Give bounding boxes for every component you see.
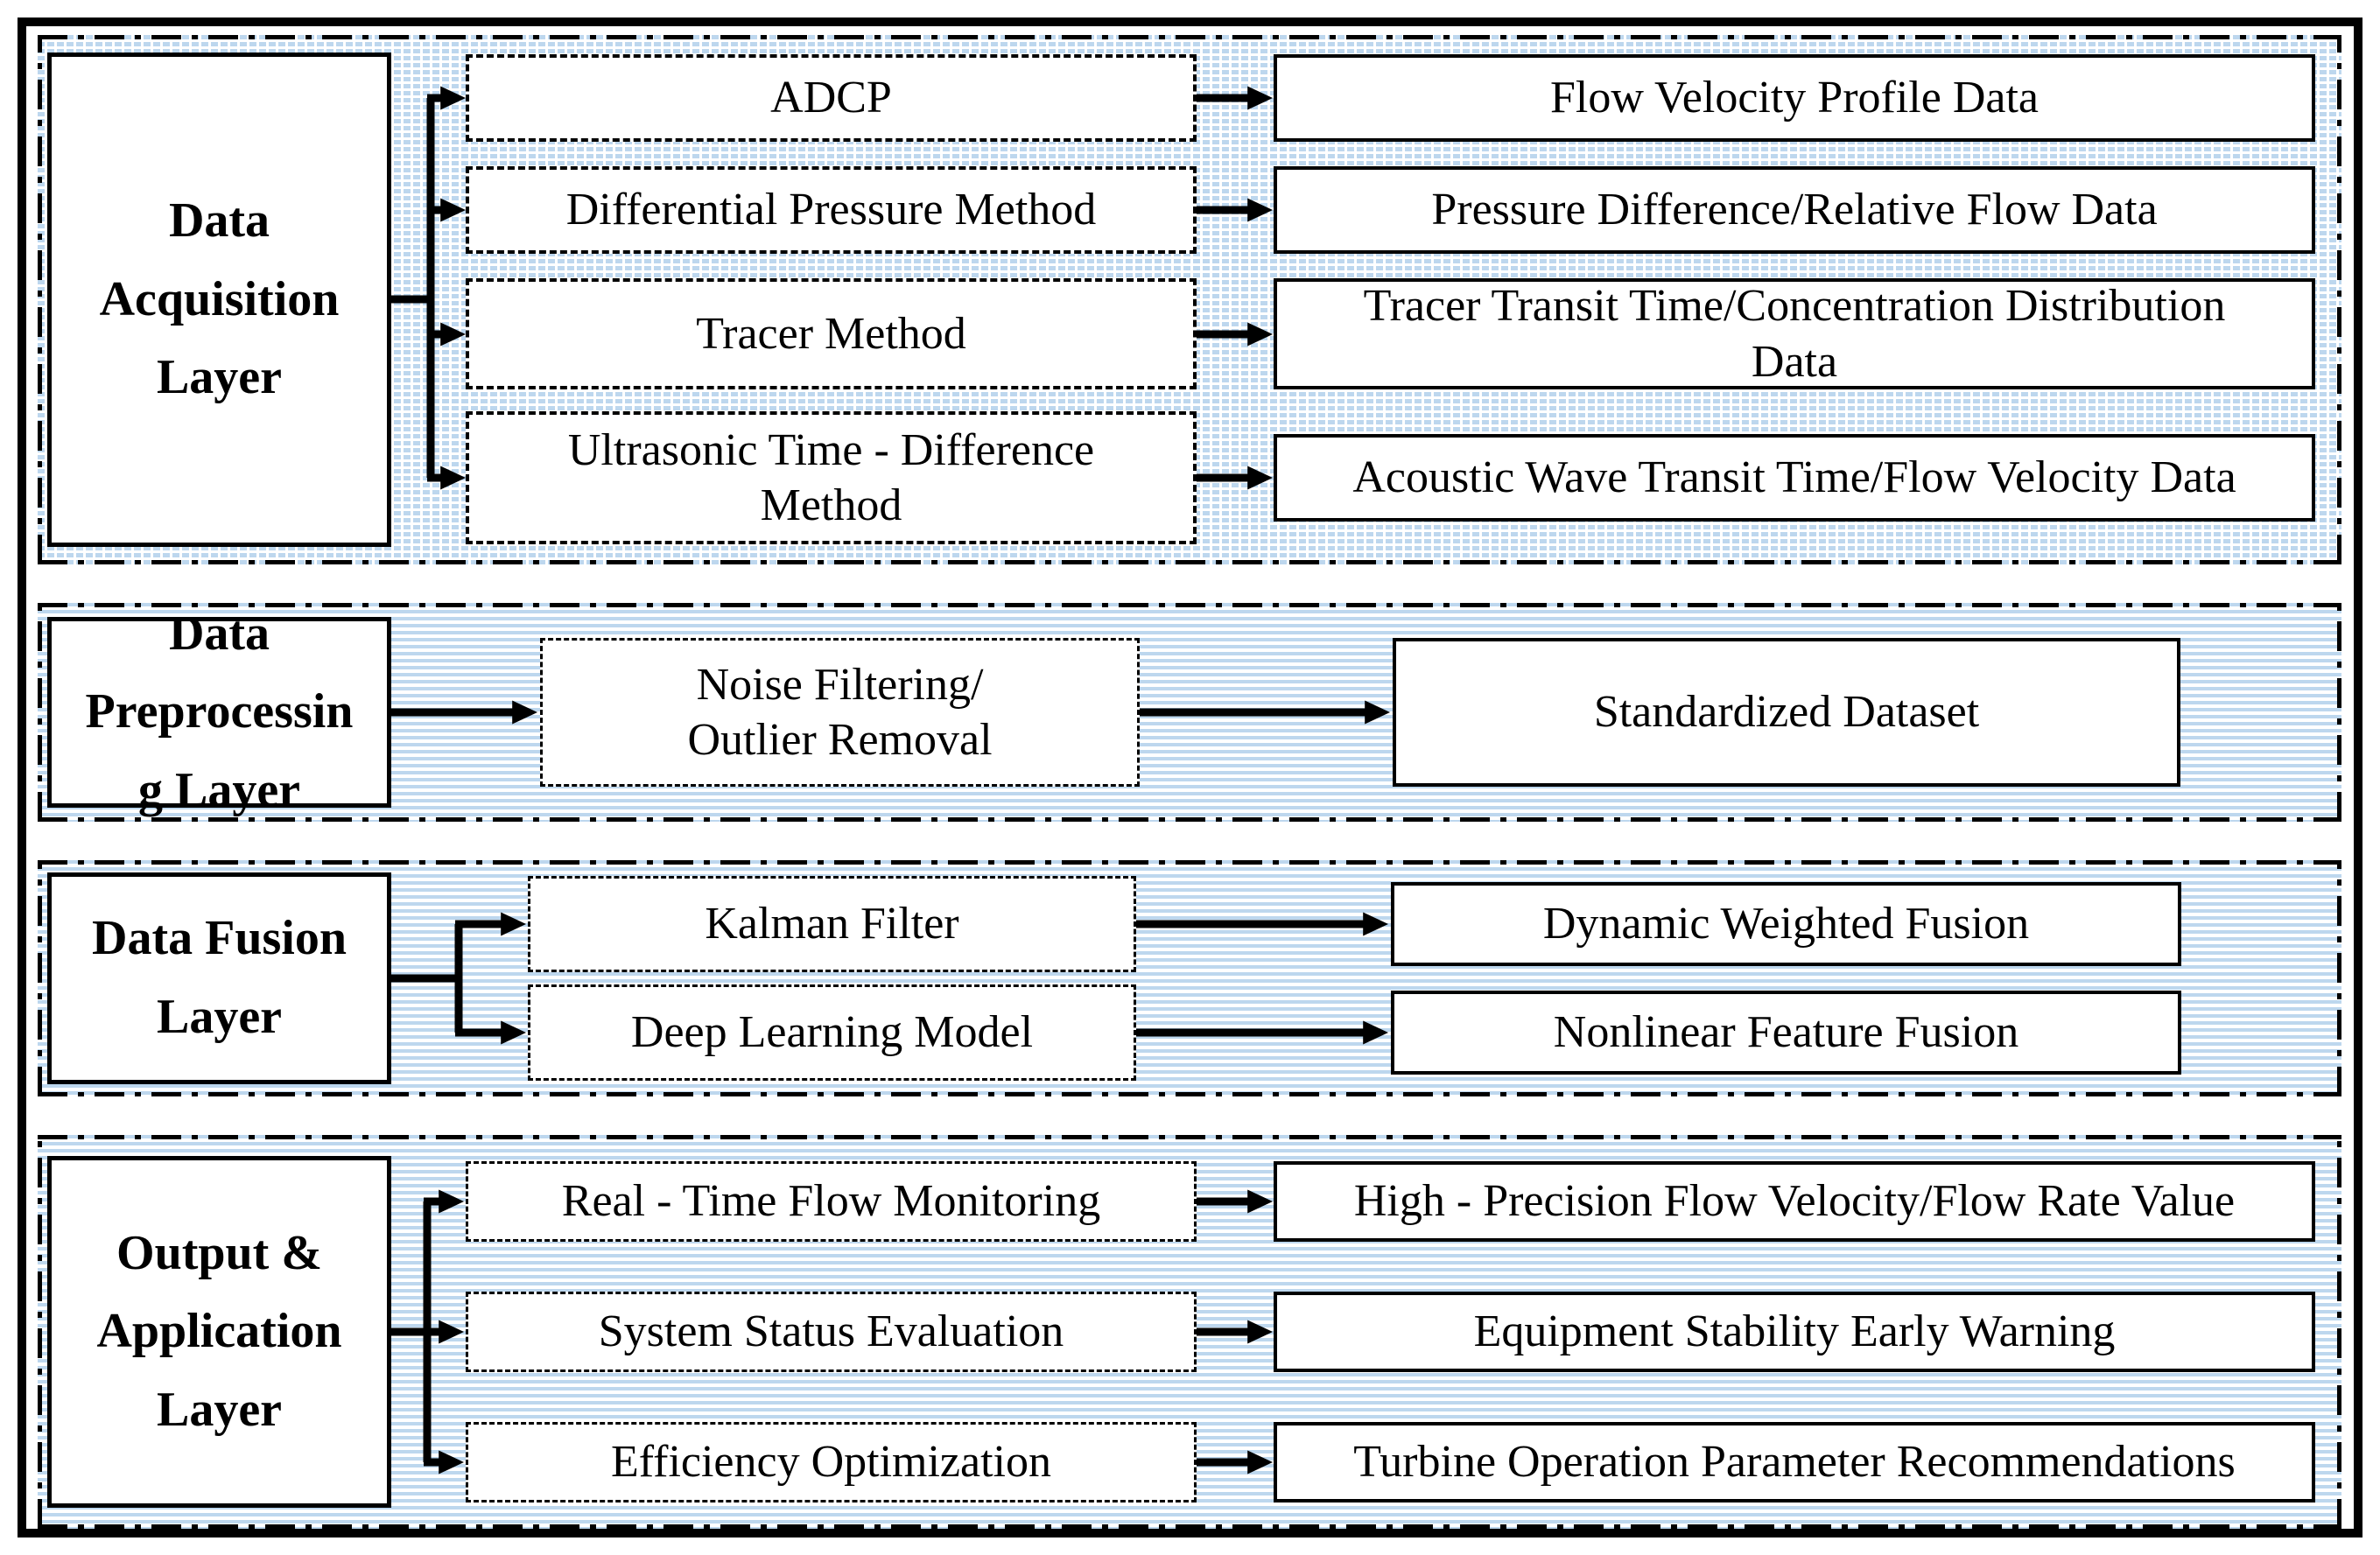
output-nonlinear-feature-fusion: Nonlinear Feature Fusion: [1391, 991, 2181, 1075]
label-data-preprocessing-layer: Data Preprocessin g Layer: [47, 606, 391, 817]
method-text: Deep Learning Model: [630, 1007, 1034, 1058]
method-differential-pressure: Differential Pressure Method: [466, 166, 1197, 254]
layer-output-application: Output & Application Layer Real - Time F…: [38, 1135, 2341, 1529]
layer-data-fusion: Data Fusion Layer Kalman Filter Deep Lea…: [38, 860, 2341, 1096]
method-tracer: Tracer Method: [466, 278, 1197, 389]
method-real-time-flow-monitoring: Real - Time Flow Monitoring: [466, 1161, 1197, 1242]
method-kalman-filter: Kalman Filter: [528, 876, 1136, 972]
output-text: High - Precision Flow Velocity/Flow Rate…: [1353, 1176, 2236, 1227]
label-text: Data Acquisition Layer: [99, 193, 340, 405]
output-text: Dynamic Weighted Fusion: [1542, 899, 2030, 949]
output-acoustic-wave-data: Acoustic Wave Transit Time/Flow Velocity…: [1274, 434, 2315, 522]
method-noise-filtering: Noise Filtering/ Outlier Removal: [540, 638, 1140, 787]
output-standardized-dataset: Standardized Dataset: [1393, 638, 2180, 787]
method-ultrasonic-time-difference: Ultrasonic Time - Difference Method: [466, 411, 1197, 544]
label-text: Data Fusion Layer: [92, 911, 347, 1044]
output-turbine-parameter-recommendations: Turbine Operation Parameter Recommendati…: [1274, 1422, 2315, 1502]
output-text: Flow Velocity Profile Data: [1550, 73, 2039, 123]
output-tracer-transit-data: Tracer Transit Time/Concentration Distri…: [1274, 278, 2315, 389]
label-data-acquisition-layer: Data Acquisition Layer: [47, 53, 391, 547]
method-text: Kalman Filter: [705, 899, 959, 949]
method-text: Efficiency Optimization: [611, 1437, 1051, 1488]
output-equipment-stability-warning: Equipment Stability Early Warning: [1274, 1292, 2315, 1372]
method-text: System Status Evaluation: [598, 1306, 1064, 1357]
output-high-precision-flow-value: High - Precision Flow Velocity/Flow Rate…: [1274, 1161, 2315, 1242]
method-text: Differential Pressure Method: [565, 185, 1097, 235]
output-flow-velocity-profile-data: Flow Velocity Profile Data: [1274, 54, 2315, 142]
output-pressure-difference-data: Pressure Difference/Relative Flow Data: [1274, 166, 2315, 254]
output-text: Pressure Difference/Relative Flow Data: [1431, 185, 2158, 235]
method-efficiency-optimization: Efficiency Optimization: [466, 1422, 1197, 1502]
output-text: Turbine Operation Parameter Recommendati…: [1353, 1437, 2236, 1488]
layer-data-preprocessing: Data Preprocessin g Layer Noise Filterin…: [38, 603, 2341, 822]
outer-frame: Data Acquisition Layer ADCP Differential…: [18, 18, 2362, 1537]
output-text: Nonlinear Feature Fusion: [1553, 1007, 2019, 1058]
label-data-fusion-layer: Data Fusion Layer: [47, 872, 391, 1084]
output-dynamic-weighted-fusion: Dynamic Weighted Fusion: [1391, 882, 2181, 966]
method-deep-learning-model: Deep Learning Model: [528, 984, 1136, 1081]
output-text: Standardized Dataset: [1593, 687, 1980, 738]
method-text: Real - Time Flow Monitoring: [561, 1176, 1101, 1227]
method-system-status-evaluation: System Status Evaluation: [466, 1292, 1197, 1372]
method-text: Noise Filtering/ Outlier Removal: [687, 659, 993, 765]
label-text: Output & Application Layer: [96, 1225, 342, 1437]
output-text: Acoustic Wave Transit Time/Flow Velocity…: [1352, 452, 2236, 503]
output-text: Tracer Transit Time/Concentration Distri…: [1363, 281, 2226, 387]
method-text: Ultrasonic Time - Difference Method: [567, 424, 1095, 530]
layer-data-acquisition: Data Acquisition Layer ADCP Differential…: [38, 35, 2341, 564]
label-text: Data Preprocessin g Layer: [85, 606, 354, 817]
label-output-application-layer: Output & Application Layer: [47, 1156, 391, 1508]
method-adcp: ADCP: [466, 54, 1197, 142]
method-text: Tracer Method: [696, 308, 966, 359]
output-text: Equipment Stability Early Warning: [1473, 1306, 2116, 1357]
method-text: ADCP: [770, 73, 892, 123]
